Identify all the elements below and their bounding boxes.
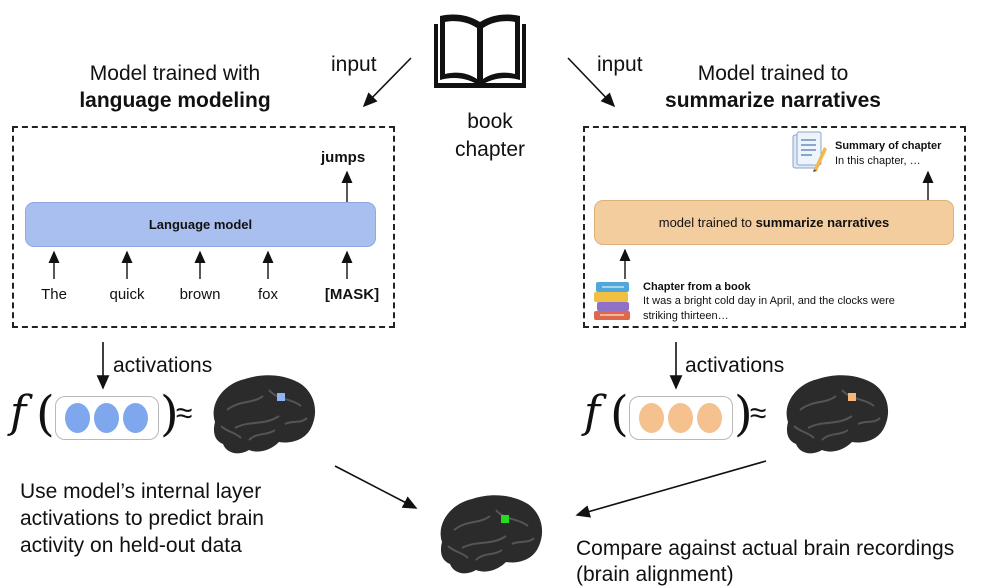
bar-label-bold: summarize narratives: [755, 215, 890, 230]
input-arrow-left: [362, 57, 412, 108]
book-icon: [432, 10, 528, 88]
book-stack-icon: [592, 281, 632, 321]
activation-vector-left: [55, 396, 159, 440]
bottom-left-line2: activations to predict brain: [20, 507, 264, 530]
bottom-left-line3: activity on held-out data: [20, 534, 242, 557]
token-mask: [MASK]: [324, 286, 380, 303]
input-label-left: input: [331, 53, 377, 76]
token-brown: brown: [179, 286, 221, 303]
compare-arrow-left: [334, 465, 418, 509]
summarization-model-box: [583, 126, 966, 328]
bottom-right-line1: Compare against actual brain recordings: [576, 537, 955, 560]
activation-dot: [697, 403, 722, 433]
activation-dot: [123, 403, 148, 433]
activation-dot: [639, 403, 664, 433]
open-paren-right: (: [610, 386, 629, 442]
brain-icon-center: [432, 490, 547, 580]
left-heading-line1: Model trained with: [89, 62, 261, 85]
chapter-text-line1: It was a bright cold day in April, and t…: [643, 295, 895, 307]
compare-arrow-right: [575, 460, 767, 518]
output-token-jumps: jumps: [321, 149, 366, 166]
approx-symbol-left: ≈: [176, 397, 193, 430]
language-model-box: [12, 126, 395, 328]
bottom-right-line2: (brain alignment): [576, 563, 734, 586]
token-the: The: [41, 286, 67, 303]
right-heading-line2: summarize narratives: [665, 89, 881, 112]
right-heading: Model trained to summarize narratives: [628, 60, 918, 114]
approx-symbol-right: ≈: [750, 397, 767, 430]
token-quick: quick: [109, 286, 145, 303]
language-model-bar: Language model: [25, 202, 376, 247]
book-label-line2: chapter: [454, 138, 526, 161]
input-label-right: input: [597, 53, 643, 76]
open-paren-left: (: [36, 386, 55, 442]
activation-dot: [94, 403, 119, 433]
close-paren-left: ): [160, 386, 179, 442]
book-label-line1: book: [467, 110, 513, 133]
function-symbol-left: f: [10, 387, 27, 438]
brain-icon-left: [205, 370, 320, 460]
chapter-title: Chapter from a book: [643, 281, 751, 293]
book-label: book chapter: [440, 108, 540, 164]
summarization-model-bar: model trained to summarize narratives: [594, 200, 954, 245]
activation-vector-right: [629, 396, 733, 440]
close-paren-right: ): [734, 386, 753, 442]
token-fox: fox: [257, 286, 278, 303]
summary-text: In this chapter, …: [835, 155, 921, 167]
left-heading-line2: language modeling: [79, 89, 271, 112]
function-symbol-right: f: [584, 387, 601, 438]
language-model-label: Language model: [148, 217, 253, 232]
activations-label-left: activations: [113, 354, 213, 377]
summarization-model-label: model trained to summarize narratives: [659, 215, 890, 230]
brain-icon-right: [778, 370, 893, 460]
activation-dot: [668, 403, 693, 433]
bottom-right-text: Compare against actual brain recordings …: [576, 536, 954, 588]
summary-title: Summary of chapter: [835, 140, 942, 152]
activation-dot: [65, 403, 90, 433]
document-icon: [790, 131, 828, 173]
bar-label-prefix: model trained to: [658, 215, 756, 230]
left-heading: Model trained with language modeling: [40, 60, 310, 114]
right-heading-line1: Model trained to: [697, 62, 849, 85]
bottom-left-line1: Use model’s internal layer: [20, 480, 262, 503]
input-arrow-right: [567, 57, 616, 108]
activations-label-right: activations: [685, 354, 785, 377]
chapter-text-line2: striking thirteen…: [643, 310, 729, 322]
bottom-left-text: Use model’s internal layer activations t…: [20, 478, 264, 559]
